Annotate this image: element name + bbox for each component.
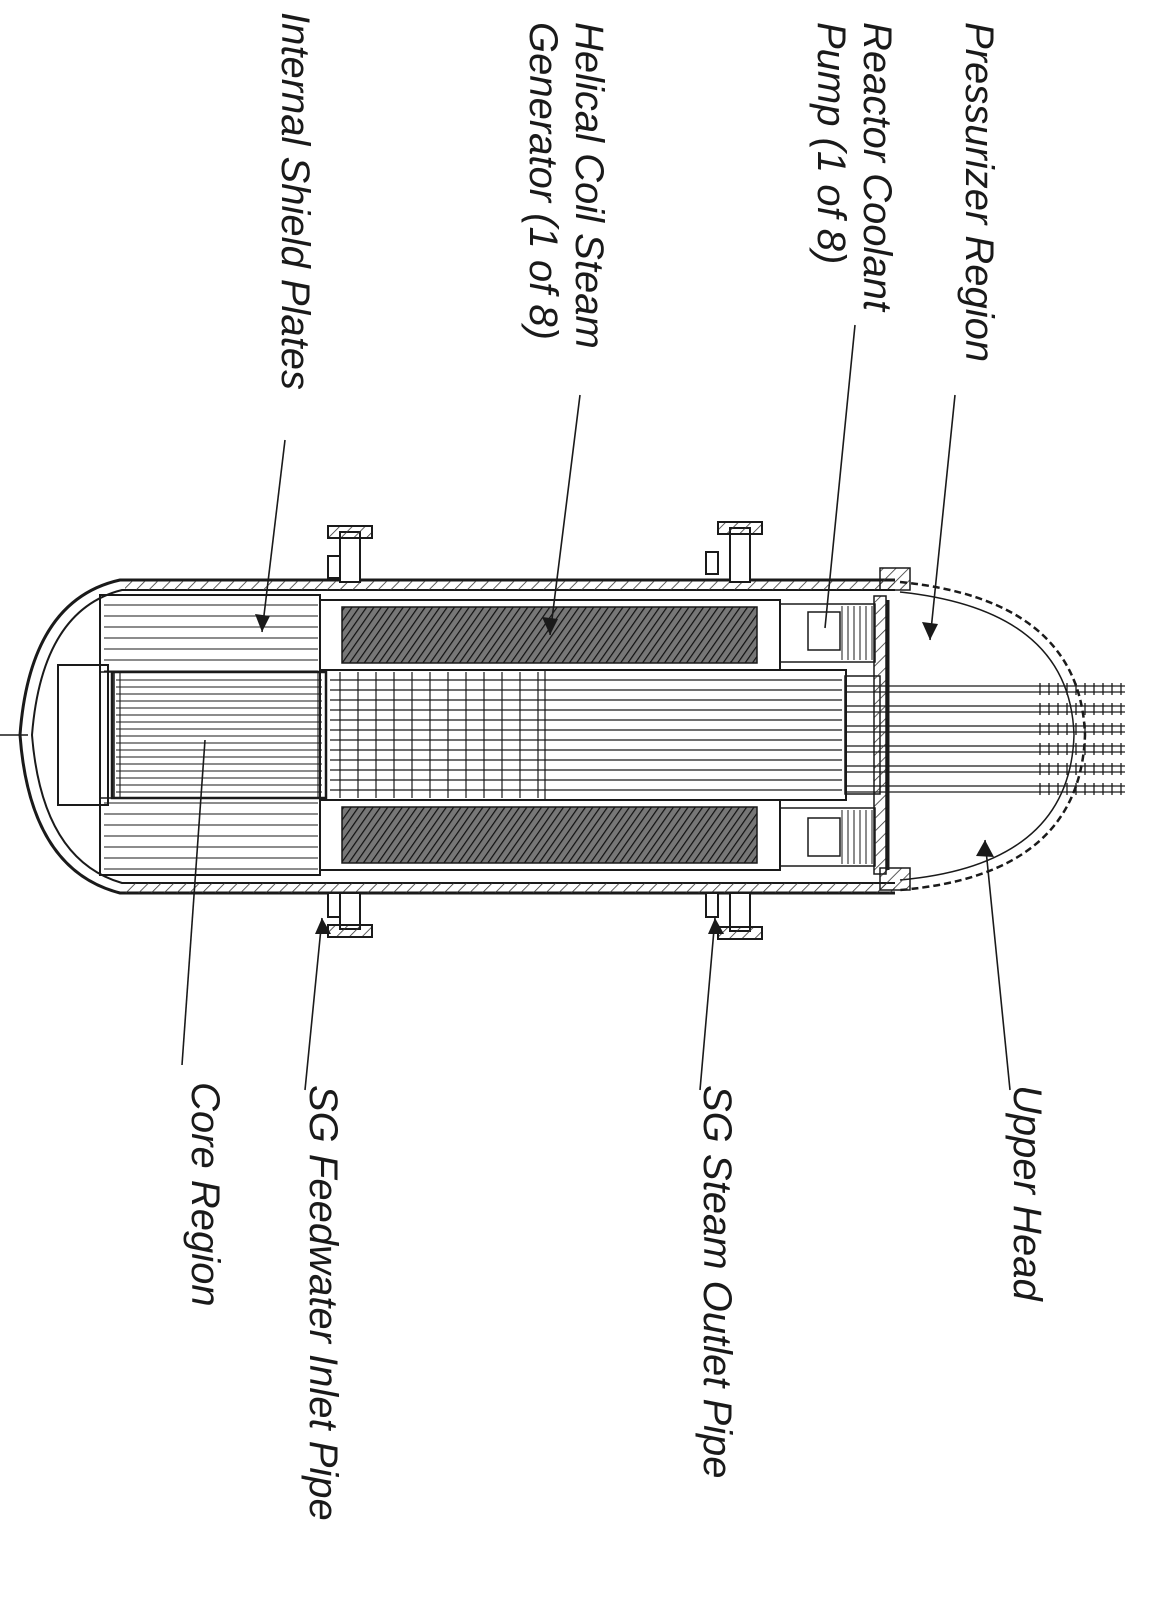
helical-coil-steam-generator	[319, 599, 781, 871]
leader-sg-steam-outlet-pipe	[699, 917, 716, 1091]
label-reactor-coolant-pump-line2: Pump (1 of 8)	[809, 22, 853, 265]
head-flange	[879, 567, 911, 891]
label-helical-coil-line2: Generator (1 of 8)	[521, 22, 565, 340]
leader-core-region	[181, 739, 206, 1066]
sg-steam-outlet-nozzles	[705, 521, 763, 940]
label-sg-feedwater-inlet-pipe: SG Feedwater Inlet Pipe	[301, 1085, 345, 1521]
sg-feedwater-inlet-nozzles	[327, 525, 373, 938]
label-core-region: Core Region	[183, 1082, 227, 1307]
label-sg-steam-outlet-pipe: SG Steam Outlet Pipe	[695, 1085, 739, 1479]
leader-pressurizer-region	[929, 394, 956, 641]
leader-internal-shield-plates	[261, 439, 286, 633]
core-region-block	[110, 670, 328, 800]
leader-helical-coil-sg	[549, 394, 581, 636]
label-helical-coil-steam-generator: Helical Coil Steam Generator (1 of 8)	[520, 22, 612, 349]
pressurizer-plate	[873, 595, 887, 875]
leader-sg-feedwater-inlet-pipe	[304, 917, 323, 1091]
leader-lines	[181, 324, 1011, 1091]
leader-upper-head	[984, 839, 1011, 1091]
label-reactor-coolant-pump: Reactor Coolant Pump (1 of 8)	[808, 22, 900, 311]
label-helical-coil-line1: Helical Coil Steam	[567, 22, 611, 349]
reactor-coolant-pump	[779, 603, 876, 867]
label-reactor-coolant-pump-line1: Reactor Coolant	[855, 22, 899, 312]
label-upper-head: Upper Head	[1005, 1085, 1049, 1301]
lower-internals	[0, 664, 115, 806]
label-pressurizer-region: Pressurizer Region	[957, 22, 1001, 363]
internal-shield-plates	[99, 594, 321, 876]
arrowheads	[255, 614, 994, 934]
leader-reactor-coolant-pump	[824, 324, 856, 629]
label-internal-shield-plates: Internal Shield Plates	[273, 12, 317, 391]
